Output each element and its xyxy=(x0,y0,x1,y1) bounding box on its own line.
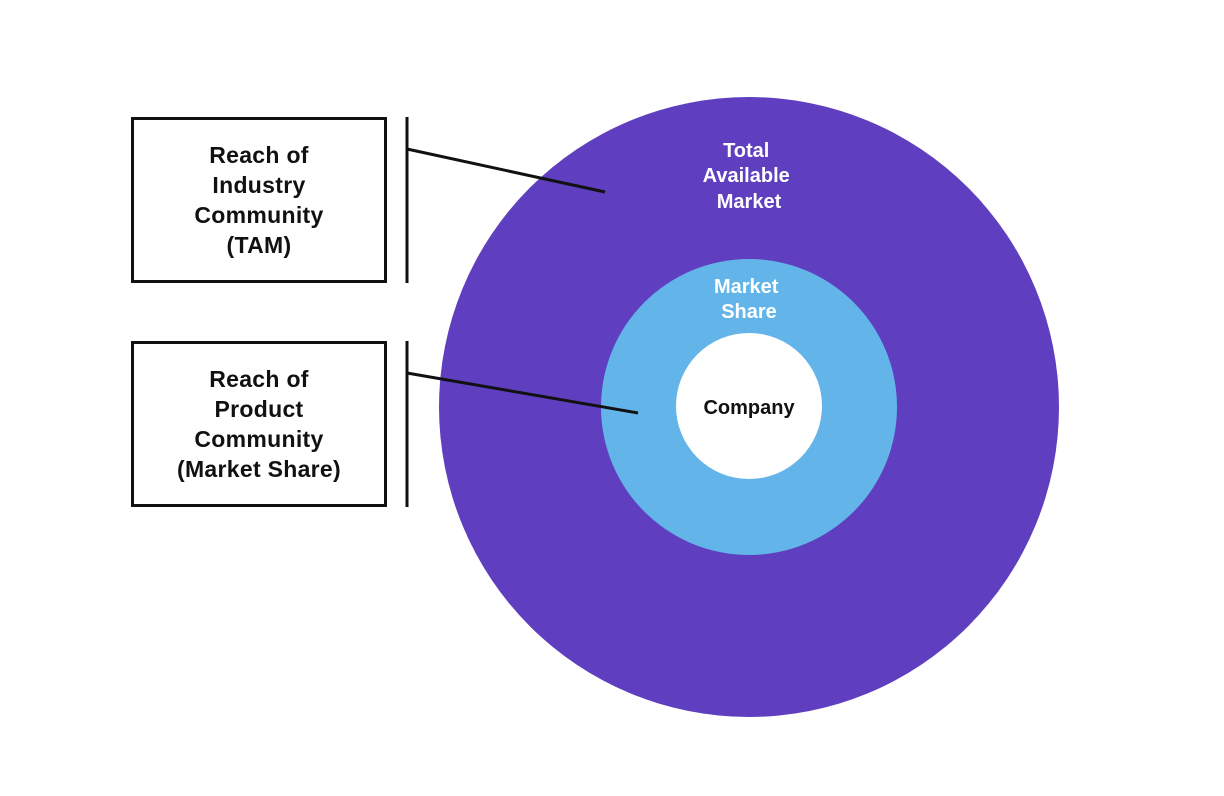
market-share-label-line: Share xyxy=(721,301,777,323)
total-available-market-label-line: Available xyxy=(703,165,790,187)
market-share-box-line: Reach of xyxy=(209,366,309,392)
tam-label-line: (TAM) xyxy=(226,232,292,258)
market-share-connector-line xyxy=(406,371,639,415)
tam-label-line: Reach of xyxy=(209,142,309,168)
tam-connector-line xyxy=(406,147,606,194)
market-share-label: Market Share xyxy=(714,276,784,323)
market-share-box-line: Product xyxy=(214,396,304,422)
company-circle xyxy=(676,333,822,479)
total-available-market-label: Total Available Market xyxy=(703,140,796,213)
market-share-box-line: Community xyxy=(194,426,324,452)
total-available-market-label-line: Market xyxy=(717,191,782,213)
tam-label-line: Community xyxy=(194,202,324,228)
tam-label-box: Reach of Industry Community (TAM) xyxy=(131,117,387,283)
company-label: Company xyxy=(703,397,795,419)
market-share-box-line: (Market Share) xyxy=(177,456,341,482)
total-available-market-label-line: Total xyxy=(723,140,769,162)
market-share-label-line: Market xyxy=(714,276,779,298)
tam-label-line: Industry xyxy=(212,172,306,198)
market-share-label-box: Reach of Product Community (Market Share… xyxy=(131,341,387,507)
